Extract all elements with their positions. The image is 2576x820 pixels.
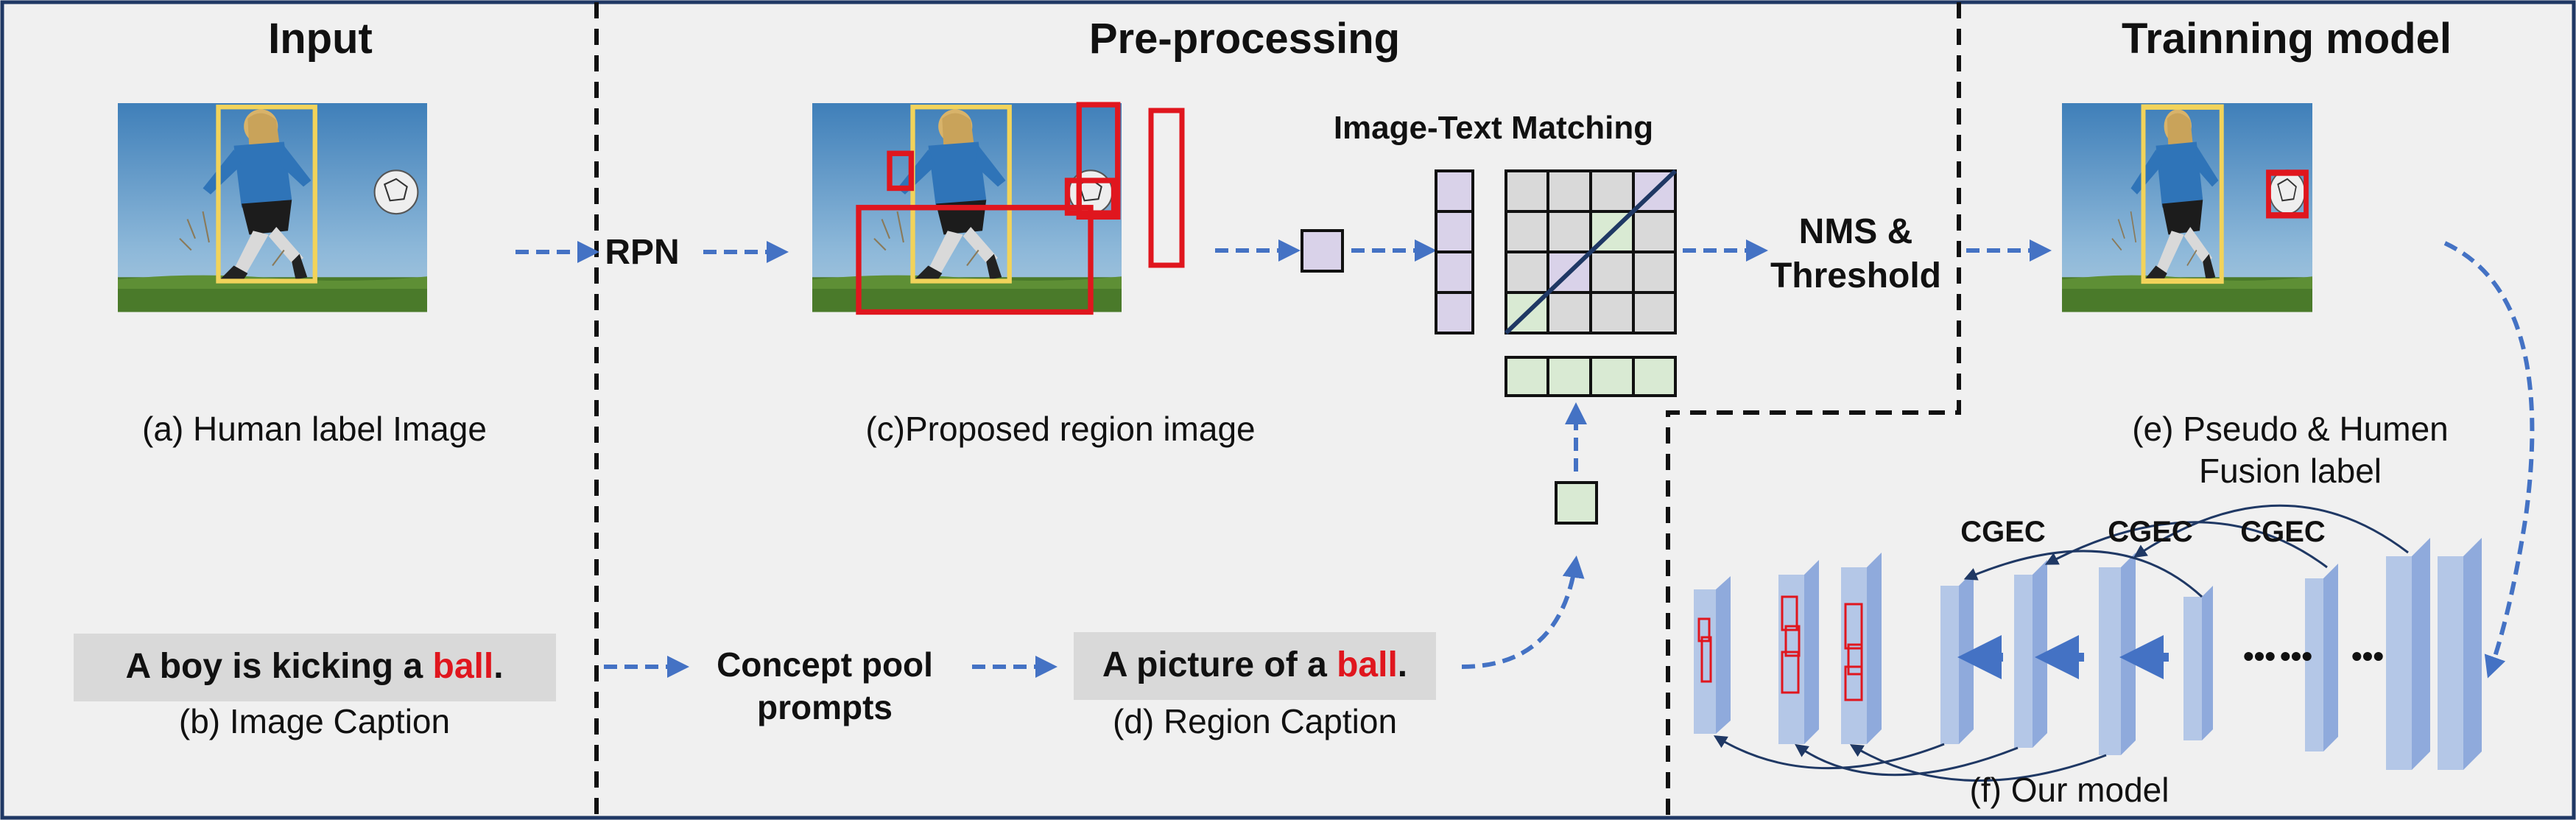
human-label-image bbox=[116, 102, 429, 313]
similarity-matrix bbox=[1504, 169, 1678, 335]
region-caption-box bbox=[1074, 632, 1436, 700]
divider-preprocessing bbox=[1666, 2, 1961, 818]
fusion-label-image bbox=[2061, 102, 2314, 313]
nms-label-line2: Threshold bbox=[1770, 256, 1941, 295]
region-box-ball bbox=[1064, 178, 1117, 216]
human-box bbox=[216, 105, 317, 284]
output-layer-2 bbox=[1778, 560, 1819, 744]
region-box-small bbox=[887, 150, 915, 192]
image-caption-box bbox=[74, 634, 556, 701]
backbone-layer-1 bbox=[2183, 586, 2213, 740]
backbone-layer-4 bbox=[2438, 538, 2482, 770]
output-layer-3 bbox=[1841, 553, 1882, 744]
concept-label-line1: Concept pool bbox=[717, 645, 933, 684]
region-box-right-edge bbox=[1148, 108, 1185, 268]
itm-title: Image-Text Matching bbox=[1334, 110, 1653, 146]
neck-layer-3 bbox=[2099, 553, 2136, 755]
output-layer-1 bbox=[1694, 576, 1731, 734]
pseudo-box-ball bbox=[2266, 169, 2309, 219]
human-box-e bbox=[2141, 104, 2224, 284]
caption-a: (a) Human label Image bbox=[142, 410, 487, 448]
backbone-layer-2 bbox=[2305, 564, 2338, 751]
section-title-input: Input bbox=[268, 15, 373, 63]
image-caption-sentence: A boy is kicking a ball. bbox=[125, 647, 503, 686]
svg-text:•••: ••• bbox=[2351, 639, 2384, 673]
rpn-label: RPN bbox=[605, 233, 679, 272]
arrow-region-caption-to-text-feature bbox=[1461, 556, 1585, 669]
arrow-fusion-to-model bbox=[2443, 241, 2535, 679]
cgec-label-2: CGEC bbox=[2108, 516, 2193, 548]
text-feature-row bbox=[1505, 356, 1677, 397]
caption-b: (b) Image Caption bbox=[179, 702, 450, 740]
region-box-large bbox=[856, 205, 1094, 315]
caption-c: (c)Proposed region image bbox=[865, 410, 1255, 448]
caption-d: (d) Region Caption bbox=[1113, 702, 1397, 740]
model-ellipses: ••• ••• ••• bbox=[2243, 639, 2384, 673]
caption-f: (f) Our model bbox=[1970, 771, 2169, 809]
cgec-label-3: CGEC bbox=[2240, 516, 2326, 548]
text-feature-cell bbox=[1555, 481, 1598, 525]
section-title-preprocessing: Pre-processing bbox=[1089, 15, 1400, 63]
caption-e-line2: Fusion label bbox=[2199, 452, 2382, 490]
backbone-layer-3 bbox=[2386, 538, 2430, 770]
model-layers bbox=[1694, 538, 2482, 770]
cgec-arcs bbox=[1713, 504, 2409, 782]
region-box-tall bbox=[1076, 102, 1121, 220]
concept-label-line2: prompts bbox=[757, 688, 893, 726]
svg-text:•••: ••• bbox=[2280, 639, 2312, 673]
svg-text:•••: ••• bbox=[2243, 639, 2276, 673]
section-title-training: Trainning model bbox=[2122, 15, 2452, 63]
caption-e-line1: (e) Pseudo & Humen bbox=[2132, 410, 2449, 448]
nms-label-line1: NMS & bbox=[1799, 212, 1913, 251]
region-caption-sentence: A picture of a ball. bbox=[1102, 645, 1407, 684]
image-feature-column bbox=[1435, 169, 1474, 334]
human-box-c bbox=[910, 105, 1012, 284]
region-feature-cell bbox=[1301, 229, 1344, 273]
proposed-region-image bbox=[811, 102, 1123, 315]
cgec-label-1: CGEC bbox=[1960, 516, 2046, 548]
neck-layer-2 bbox=[2014, 560, 2047, 748]
